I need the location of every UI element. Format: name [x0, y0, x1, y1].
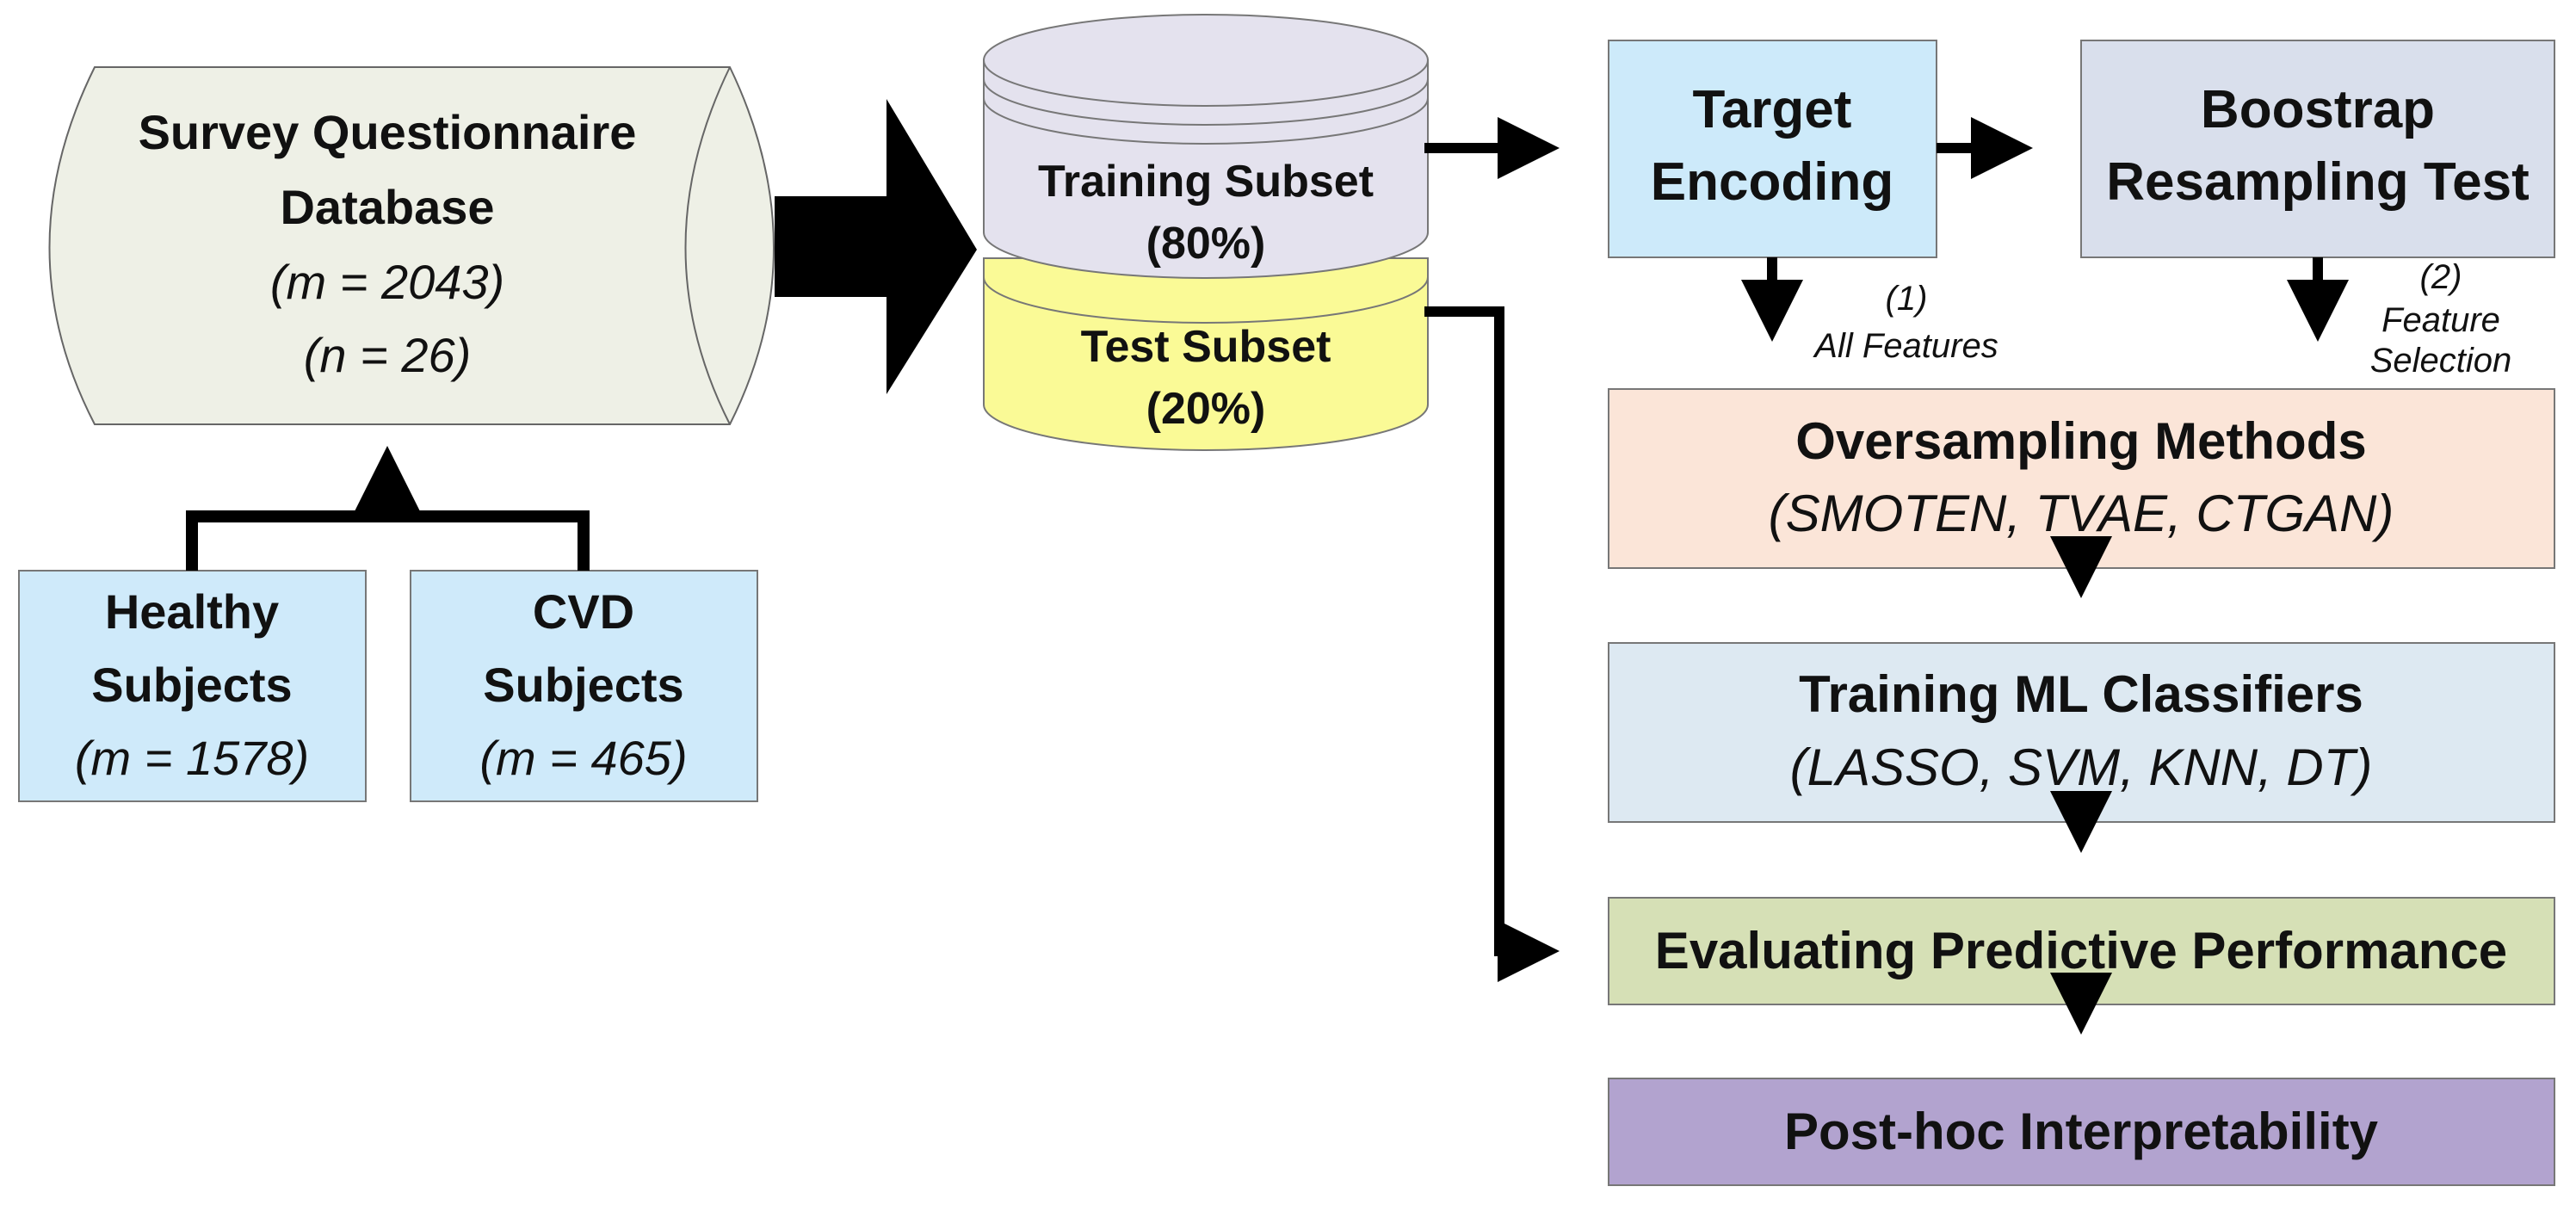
test-subset-percent: (20%) [1146, 384, 1266, 434]
oversampling-node: Oversampling Methods (SMOTEN, TVAE, CTGA… [1608, 388, 2555, 569]
test-subset-body [983, 257, 1429, 451]
subjects-merge-connector [186, 510, 590, 571]
evaluating-node: Evaluating Predictive Performance [1608, 897, 2555, 1005]
training-subset-ring-1 [983, 78, 1429, 126]
all-features-label: All Features [1813, 327, 1998, 365]
feature-selection-line1: Feature [2381, 301, 2500, 339]
training-subset-ring-2 [983, 97, 1429, 145]
bootstrap-node: Boostrap Resampling Test [2080, 40, 2555, 258]
training-subset-percent: (80%) [1146, 219, 1266, 269]
feature-selection-line2: Selection [2370, 342, 2512, 380]
target-encoding-node: Target Encoding [1608, 40, 1937, 258]
training-ml-methods: (LASSO, SVM, KNN, DT) [1790, 738, 2373, 796]
test-to-evaluating-arrow [1424, 306, 1560, 982]
training-subset-body [983, 59, 1429, 279]
training-subset-label: Training Subset [1038, 157, 1374, 207]
bootstrap-box [2080, 40, 2555, 258]
target-encoding-line1: Target [1693, 80, 1852, 139]
database-title-line1: Survey Questionnaire [139, 105, 637, 159]
cvd-m-count: (m = 465) [479, 731, 687, 785]
data-split-cylinder: Training Subset (80%) Test Subset (20%) [983, 14, 1429, 451]
split-block-arrow [775, 99, 977, 394]
healthy-subjects-node: Healthy Subjects (m = 1578) [18, 570, 367, 802]
oversampling-title: Oversampling Methods [1795, 412, 2366, 470]
cylinder-top [983, 14, 1429, 107]
cvd-line1: CVD [533, 584, 634, 639]
database-n-count: (n = 26) [304, 328, 472, 382]
database-node: Survey Questionnaire Database (m = 2043)… [48, 66, 775, 425]
training-ml-title: Training ML Classifiers [1799, 665, 2363, 723]
cvd-subjects-box [410, 570, 758, 802]
evaluating-title: Evaluating Predictive Performance [1655, 922, 2507, 979]
database-title-line2: Database [280, 180, 494, 234]
posthoc-box [1608, 1078, 2555, 1186]
posthoc-title: Post-hoc Interpretability [1784, 1103, 2379, 1160]
healthy-m-count: (m = 1578) [75, 731, 309, 785]
database-end-curve [684, 66, 731, 425]
target-encoding-box [1608, 40, 1937, 258]
test-subset-label: Test Subset [1081, 322, 1331, 372]
test-subset-ring [983, 276, 1429, 324]
all-features-number: (1) [1886, 280, 1928, 318]
healthy-line2: Subjects [91, 658, 292, 712]
healthy-subjects-box [18, 570, 367, 802]
training-ml-node: Training ML Classifiers (LASSO, SVM, KNN… [1608, 642, 2555, 823]
cvd-subjects-node: CVD Subjects (m = 465) [410, 570, 758, 802]
target-encoding-line2: Encoding [1651, 152, 1893, 212]
feature-selection-number: (2) [2420, 258, 2462, 296]
healthy-line1: Healthy [105, 584, 279, 639]
posthoc-node: Post-hoc Interpretability [1608, 1078, 2555, 1186]
database-m-count: (m = 2043) [270, 255, 504, 309]
bootstrap-line2: Resampling Test [2106, 152, 2530, 212]
cvd-line2: Subjects [483, 658, 683, 712]
oversampling-methods: (SMOTEN, TVAE, CTGAN) [1769, 485, 2394, 542]
bootstrap-line1: Boostrap [2201, 80, 2435, 139]
